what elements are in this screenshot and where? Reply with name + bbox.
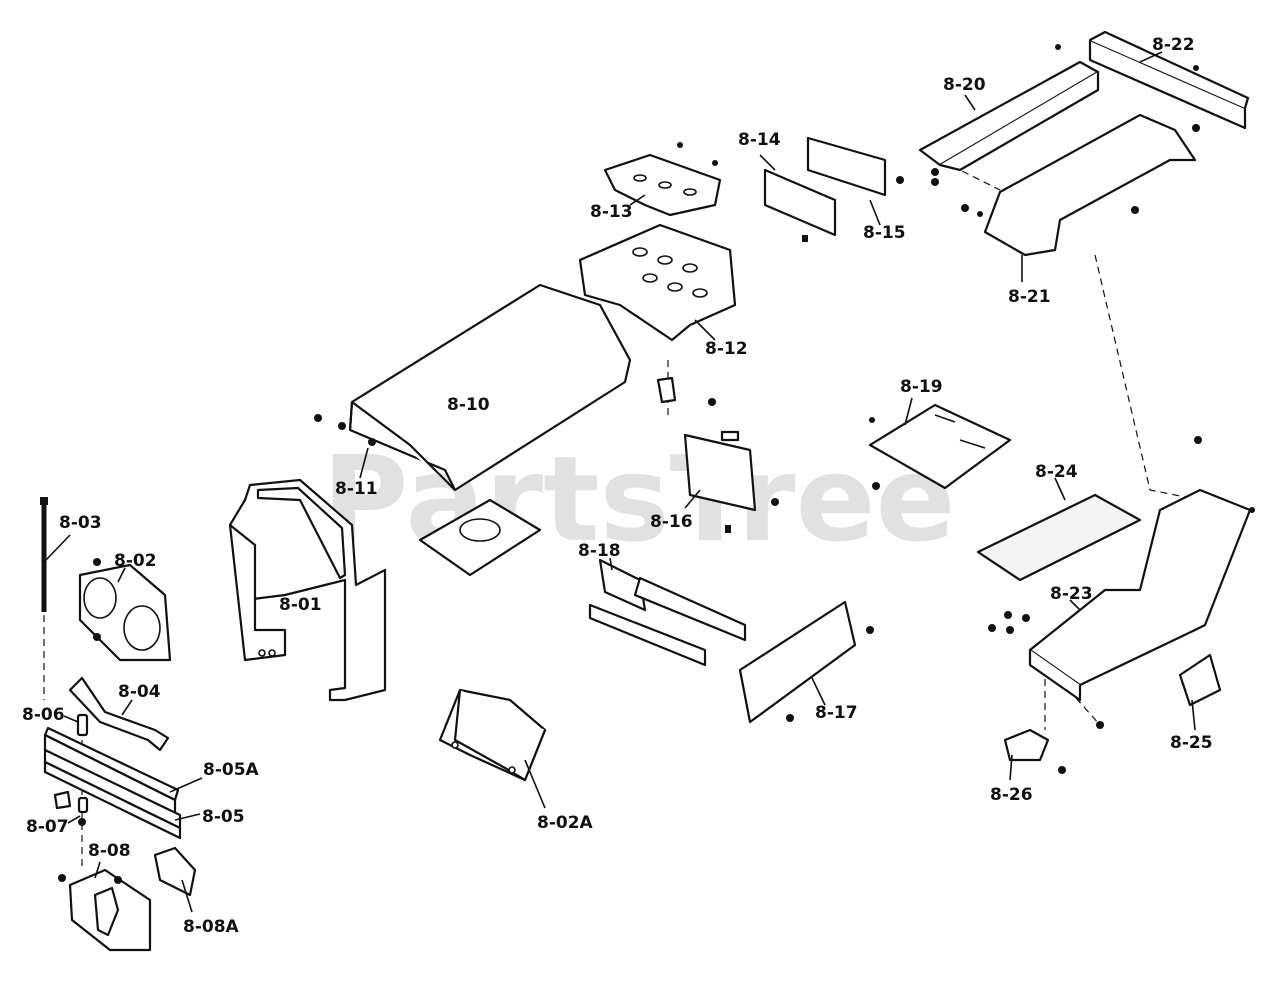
label-8-14[interactable]: 8-14 [738,130,781,150]
part-8-18-brackets[interactable] [588,558,747,667]
part-8-02A-bracket[interactable] [438,688,547,782]
label-8-21[interactable]: 8-21 [1008,287,1051,307]
part-8-15-plate[interactable] [806,136,904,197]
part-8-16-plate[interactable] [683,430,779,533]
label-8-15[interactable]: 8-15 [863,223,906,243]
part-8-01-dash-frame[interactable] [228,478,387,702]
part-8-23-seat-pan[interactable] [988,436,1255,702]
label-8-22[interactable]: 8-22 [1152,35,1195,55]
label-8-11[interactable]: 8-11 [335,479,378,499]
part-8-07-knob[interactable] [53,790,89,826]
label-8-19[interactable]: 8-19 [900,377,943,397]
part-8-05-rails[interactable] [43,726,182,840]
label-8-03[interactable]: 8-03 [59,513,102,533]
label-8-01[interactable]: 8-01 [279,595,322,615]
part-8-26-bracket[interactable] [1003,721,1104,774]
label-8-20[interactable]: 8-20 [943,75,986,95]
label-8-26[interactable]: 8-26 [990,785,1033,805]
label-8-12[interactable]: 8-12 [705,339,748,359]
part-8-21-fender[interactable] [961,113,1197,257]
part-8-02-gauge-panel[interactable] [78,558,172,662]
part-8-08-housing[interactable] [58,868,152,952]
part-8-06-spacer[interactable] [76,713,89,737]
part-8-14-plate[interactable] [763,168,837,242]
label-8-23[interactable]: 8-23 [1050,584,1093,604]
label-8-08[interactable]: 8-08 [88,841,131,861]
part-8-22-channel[interactable] [1088,30,1250,132]
label-8-02A[interactable]: 8-02A [537,813,594,833]
part-8-25-bracket[interactable] [1178,653,1222,707]
label-8-18[interactable]: 8-18 [578,541,621,561]
label-8-07[interactable]: 8-07 [26,817,69,837]
leader-lines [45,51,1196,913]
part-8-12-console[interactable] [578,223,737,406]
part-8-13-plate[interactable] [603,142,722,217]
label-8-05A[interactable]: 8-05A [203,760,260,780]
part-8-04-strip[interactable] [68,676,170,752]
part-8-19-plate[interactable] [868,403,1012,490]
part-floor-plate[interactable] [418,498,542,577]
label-8-05[interactable]: 8-05 [202,807,245,827]
label-8-13[interactable]: 8-13 [590,202,633,222]
label-8-25[interactable]: 8-25 [1170,733,1213,753]
part-labels: 8-01 8-02 8-02A 8-03 8-04 8-05 8-05A 8-0… [22,35,1213,937]
label-8-24[interactable]: 8-24 [1035,462,1078,482]
part-8-08A-bracket[interactable] [153,846,197,897]
part-8-10-hood[interactable] [314,283,632,492]
label-8-17[interactable]: 8-17 [815,703,858,723]
label-8-02[interactable]: 8-02 [114,551,157,571]
label-8-06[interactable]: 8-06 [22,705,65,725]
label-8-16[interactable]: 8-16 [650,512,693,532]
part-8-24-mat[interactable] [976,493,1142,582]
label-8-04[interactable]: 8-04 [118,682,161,702]
label-8-08A[interactable]: 8-08A [183,917,240,937]
part-8-03-rod[interactable] [40,497,48,612]
part-8-17-side-panel[interactable] [738,600,874,724]
label-8-10[interactable]: 8-10 [447,395,490,415]
part-8-20-angle[interactable] [918,44,1100,186]
